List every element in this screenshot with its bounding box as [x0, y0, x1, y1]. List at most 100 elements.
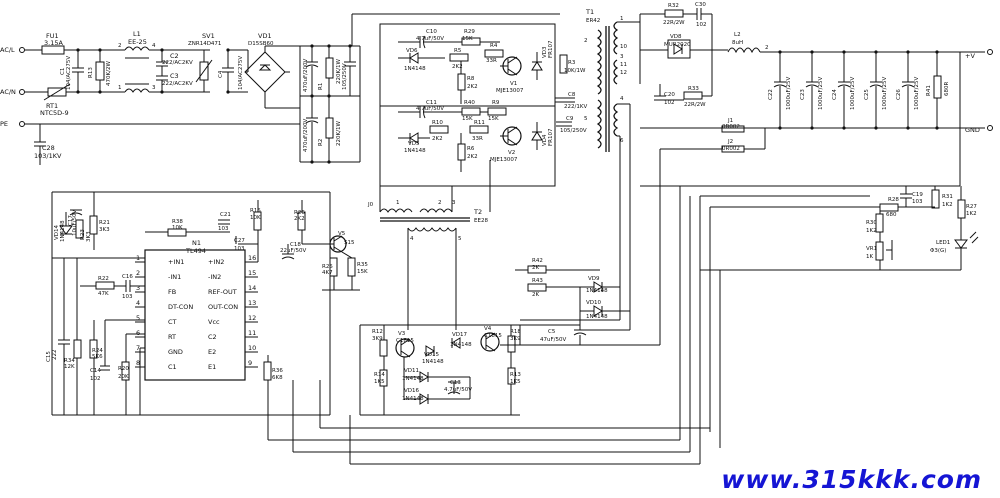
ic-pin-name: GND — [168, 348, 183, 356]
j1-value: 0R002 — [722, 124, 740, 130]
r41-ref: R41 — [926, 85, 932, 96]
t1-pin-10: 10 — [620, 44, 627, 50]
ic-pin-number: 12 — [248, 314, 256, 322]
fu1-ref: FU1 — [46, 32, 59, 40]
junction-dot — [874, 50, 878, 54]
r4-ref: R4 — [490, 43, 498, 49]
t1-secondary-1 — [613, 21, 619, 55]
output-cap-ref: C22 — [768, 89, 774, 100]
r30-value: 1K2 — [866, 228, 877, 234]
c10-ref: C10 — [426, 29, 437, 35]
r41-value: 680R — [944, 82, 950, 96]
t1-pin-2: 2 — [584, 38, 588, 44]
v1-value: MJE13007 — [496, 88, 524, 94]
r14-value: 1K5 — [374, 379, 385, 385]
junction-dot — [906, 50, 910, 54]
ic-pin-number: 16 — [248, 254, 256, 262]
c5-label: 470uF/200V — [303, 59, 309, 92]
v4-ref: V4 — [484, 326, 492, 332]
c20-ref: C20 — [664, 92, 675, 98]
j2-ref: J2 — [727, 139, 733, 145]
output-cap-value: 1000uF/25V — [818, 77, 824, 110]
ic-pin-name: DT-CON — [168, 303, 193, 311]
transformer-t1: T1 ER42 1 2 3 4 5 6 10 11 12 — [584, 8, 641, 330]
resistor-r34 — [73, 339, 82, 359]
r40-ref: R40 — [464, 100, 475, 106]
v3-value: C1815 — [396, 338, 414, 344]
ic-pin-name: Vcc — [208, 318, 220, 326]
r14-ref: R14 — [374, 372, 385, 378]
cap-plate-curved — [837, 84, 851, 88]
ic-pin-name: REF-OUT — [208, 288, 237, 296]
junction-dot — [810, 50, 814, 54]
c11-value: 4.7uF/50V — [416, 106, 444, 112]
c27-value: 103 — [234, 246, 245, 252]
resistor-r11 — [469, 125, 489, 134]
t1-ref: T1 — [585, 8, 594, 16]
r2-value: 220K/1W — [336, 121, 342, 146]
output-cap-value: 1000uF/25V — [850, 77, 856, 110]
resistor-r30 — [875, 213, 884, 233]
c5b-ref: C5 — [548, 329, 556, 335]
cap-plate-curved — [773, 84, 787, 88]
r34-value: 12K — [64, 364, 75, 370]
junction-dot — [874, 126, 878, 130]
terminal-gnd: GND — [965, 126, 980, 134]
cap-plate-curved — [901, 84, 915, 88]
r10-ref: R10 — [432, 120, 443, 126]
r15-value: 10K — [250, 215, 261, 221]
ic-pin-number: 15 — [248, 269, 256, 277]
c17-value: 10uF/50V — [72, 210, 78, 236]
vd17-value: 1N4148 — [450, 342, 472, 348]
output-cap-value: 1000uF/25V — [914, 77, 920, 110]
j2-value: 0R002 — [722, 146, 740, 152]
l1-pin-4: 4 — [152, 43, 156, 49]
r13-value: 470K/2W — [106, 61, 112, 86]
diode-vd15 — [425, 345, 435, 357]
r33-value: 22R/2W — [684, 102, 706, 108]
r9-value: 15K — [488, 116, 499, 122]
r1-value: 220K/1W — [336, 59, 342, 84]
vd6-ref: VD6 — [406, 48, 418, 54]
vd3-ref: VD3 — [542, 46, 548, 58]
vd15-ref: VD15 — [424, 352, 439, 358]
driver-section: R42 2K R43 2K VD9 1N4148 VD10 1N4148 C5 … — [268, 186, 710, 465]
c1-ref: C1 — [60, 68, 66, 75]
vd4-ref: VD4 — [542, 134, 548, 146]
bridge-vd1 — [244, 51, 286, 93]
resistor-r2 — [325, 117, 334, 139]
ic-pin-name: OUT-CON — [208, 303, 238, 311]
c5b-value: 47uF/50V — [540, 337, 566, 343]
junction-dot — [810, 126, 814, 130]
vd1-value: D15SB60 — [248, 41, 274, 47]
r29-ref: R29 — [464, 29, 475, 35]
diode-vd6 — [409, 52, 419, 64]
ic-pin-number: 11 — [248, 329, 256, 337]
sv1-value: ZNR14D471 — [188, 41, 221, 47]
ic-pin-name: RT — [168, 333, 176, 341]
t2-pin-3: 3 — [452, 200, 456, 206]
r13b-value: 1K5 — [510, 379, 521, 385]
r8-ref: R8 — [467, 76, 475, 82]
l1-pin-2: 2 — [118, 43, 122, 49]
t1-pin-11: 11 — [620, 62, 627, 68]
choke-l1-upper — [124, 46, 150, 51]
ic-pin-name: C1 — [168, 363, 177, 371]
t1-primary-lower — [596, 99, 602, 149]
r32-ref: R32 — [668, 3, 679, 9]
r13b-ref: R13 — [510, 372, 521, 378]
terminal-ac-n-node — [19, 89, 25, 95]
t2-pin-1: 1 — [396, 200, 400, 206]
ic-pin-name: C2 — [208, 333, 217, 341]
vd11-ref: VD11 — [404, 368, 419, 374]
junction-dot — [906, 126, 910, 130]
c8-ref: C8 — [568, 92, 576, 98]
r29-value: 15K — [462, 36, 473, 42]
r28-value: 680 — [886, 212, 897, 218]
r40-value: 15K — [462, 116, 473, 122]
v4-value: C1815 — [484, 333, 502, 339]
r34-ref: R34 — [64, 358, 75, 364]
resistor-r1 — [325, 57, 334, 79]
